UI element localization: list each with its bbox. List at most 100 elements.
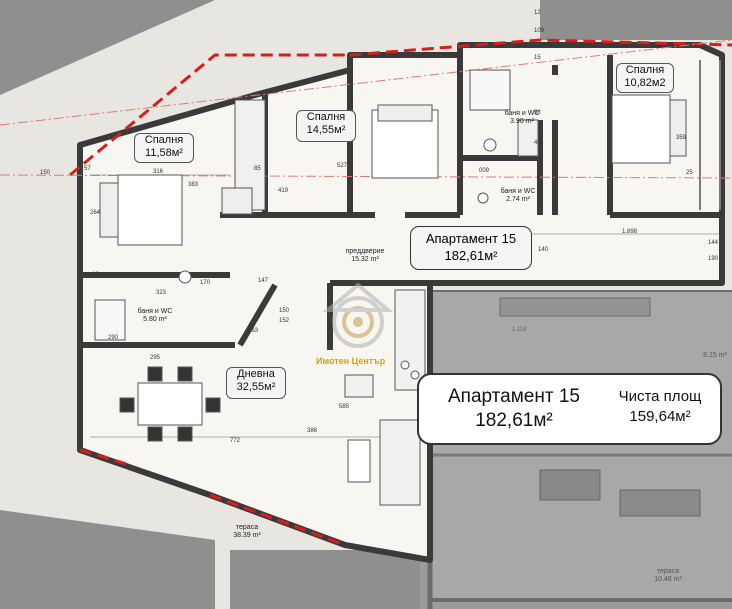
room-area: 5.80 m² [143,316,167,323]
dimension-label: 383 [188,182,199,188]
chair-icon [147,366,163,382]
dimension-label: 25 [686,170,693,176]
neighbor-kitchen-icon [499,297,651,317]
dimension-label: 40 [534,140,541,146]
room-name: Спалня [306,111,346,123]
neighbor-table-icon [539,469,601,501]
room-label-bedroom-2: Спалня 14,55м² [296,110,356,142]
dimension-label: 1.118 [512,327,527,333]
interior-walls [80,55,722,350]
dimension-label: 190 [708,256,719,262]
kitchen-counter-icon [394,289,426,391]
room-name: Спалня [144,134,184,146]
dimension-label: 585 [339,404,350,410]
pillow-icon [669,99,687,157]
dimension-label: 419 [278,188,289,194]
chair-icon [119,397,135,413]
dimension-label: 290 [108,335,119,341]
pillow-icon [99,182,119,238]
room-area: 38.39 m² [233,532,261,539]
dimension-label: 323 [156,290,167,296]
room-label-hall: преддверие 15.32 m² [340,248,390,264]
cabinet-icon [517,119,539,157]
armchair-icon [344,374,374,398]
chair-icon [177,426,193,442]
net-area-label: Чиста площ [618,388,702,405]
dimension-label: 98 [534,110,541,116]
dimension-label: 772 [230,438,241,444]
dimension-label: 152 [279,318,290,324]
dimension-label: 316 [153,169,164,175]
furniture [94,69,687,506]
room-name: преддверие [345,248,385,255]
pillow-icon [377,104,433,122]
dimension-label: 386 [307,428,318,434]
dimension-label: 12 [534,10,541,16]
net-area-value: 159,64м² [629,408,691,425]
room-label-bath-3: баня и WC 5.80 m² [130,308,180,324]
summary-net: Чиста площ 159,64м² [604,387,716,427]
room-area: 3.90 m² [510,118,534,125]
dimension-label: 359 [676,135,687,141]
neighbor-floor [430,290,732,600]
stove-icon [400,360,410,370]
room-area: 32,55м² [236,381,276,393]
room-label-bedroom-1: Спалня 11,58м² [134,133,194,163]
room-name: баня и WC [504,110,540,117]
dimension-label: 1.898 [622,229,638,235]
dimension-label: 163 [248,328,259,334]
chair-icon [147,426,163,442]
room-area: 2.74 m² [506,196,530,203]
dimension-label: 295 [150,355,161,361]
chair-icon [177,366,193,382]
sink-icon [483,138,497,152]
dimension-label: 170 [200,280,211,286]
room-name: Дневна [237,368,275,380]
summary-gross: Апартамент 15 182,61м² [429,385,599,433]
apartment-title: Апартамент 15 [425,231,517,246]
desk-icon [221,187,253,215]
neighbor-sofa-icon [619,489,701,517]
room-name: Спалня [625,64,665,76]
dimension-label: 150 [279,308,290,314]
room-area: 10,82м2 [624,77,666,89]
neighbor-terrace-area: 10.46 m² [654,576,682,583]
dimension-label: 009 [479,168,490,174]
room-label-bedroom-3: Спалня 10,82м2 [616,63,674,93]
dimension-label: 144 [708,240,719,246]
room-name: баня и WC [137,308,173,315]
bed-icon [611,94,671,164]
neighbor-terrace-name: тераса [656,568,680,575]
terrace-boundary [69,38,732,547]
summary-area: 182,61м² [475,410,553,431]
watermark-logo [322,282,394,348]
coffee-table-icon [347,439,371,483]
room-area: 11,58м² [145,147,183,159]
room-label-terrace: тераса 38.39 m² [225,524,269,540]
dimension-label: 140 [538,247,549,253]
toilet-icon [178,270,192,284]
bathtub-icon [94,299,126,341]
sofa-icon [379,419,421,506]
stove-icon [410,370,420,380]
room-label-living: Дневна 32,55м² [226,367,286,399]
summary-card: Апартамент 15 182,61м² Чиста площ 159,64… [417,373,722,445]
chair-icon [205,397,221,413]
apartment-label: Апартамент 15 182,61м² [410,226,532,270]
sink-icon [477,192,489,204]
shower-icon [469,69,511,111]
dimension-label: 85 [254,166,261,172]
dimension-label: 527 [337,163,348,169]
dimension-label: 264 [90,210,101,216]
neighbor-terrace-label: тераса 10.46 m² [648,568,688,584]
watermark-text: Имотен Център [316,356,386,366]
room-label-bath-1: баня и WC 3.90 m² [500,110,544,126]
windows [699,60,721,210]
room-area: 14,55м² [306,124,346,136]
dimension-label: 147 [258,278,269,284]
dining-table-icon [137,382,203,426]
summary-title: Апартамент 15 [448,386,580,407]
bed-icon [117,174,183,246]
neighbor-room-area: 8.15 m² [703,352,727,359]
